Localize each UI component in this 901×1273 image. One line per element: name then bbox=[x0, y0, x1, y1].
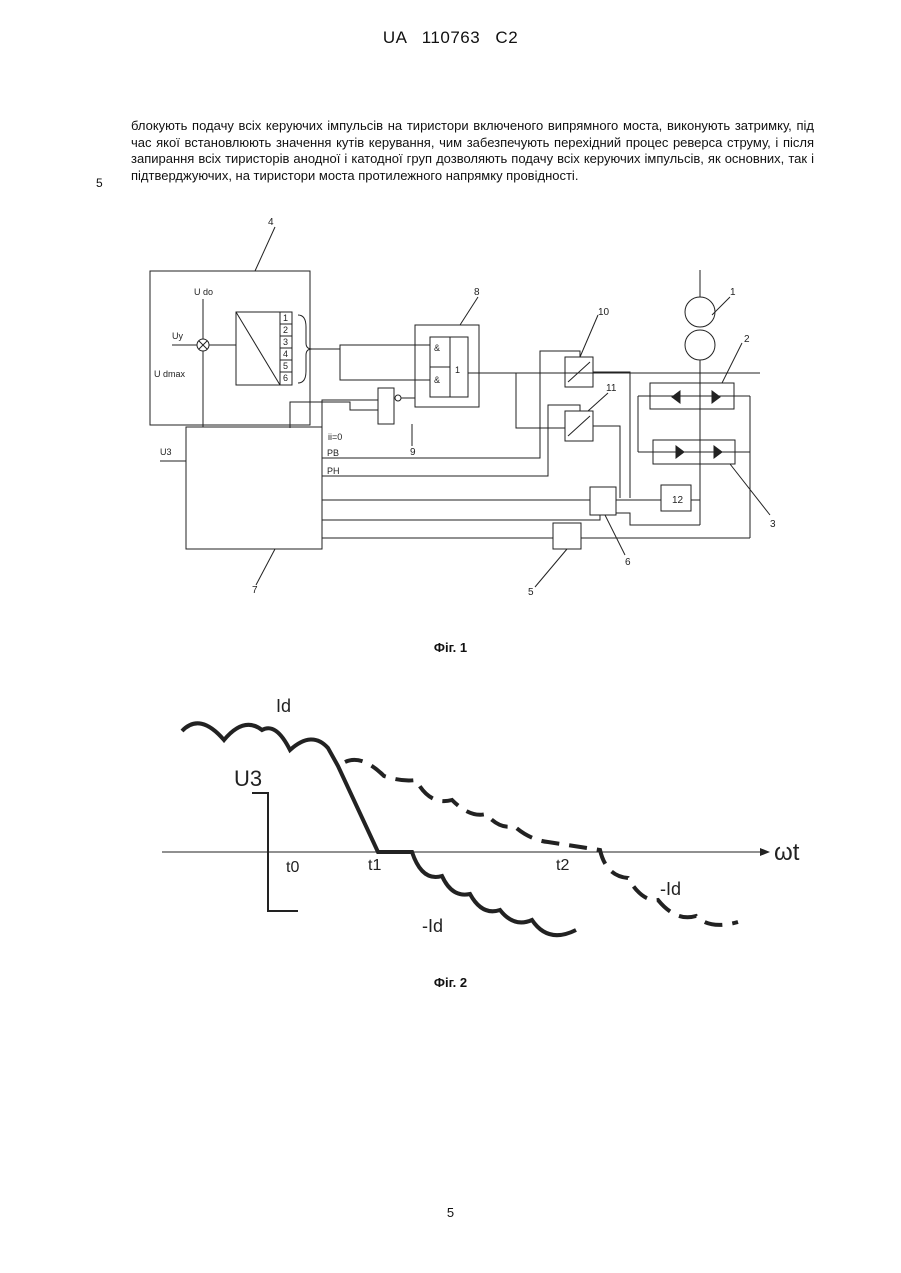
transformer-1 bbox=[685, 297, 715, 327]
callout-8: 8 bbox=[474, 287, 480, 298]
delayed-id-curve bbox=[345, 760, 738, 925]
label-t0: t0 bbox=[286, 859, 299, 876]
callout-9: 9 bbox=[410, 447, 416, 458]
callout-5: 5 bbox=[528, 587, 534, 598]
label-udo: U dо bbox=[194, 287, 213, 297]
label-pb: PB bbox=[327, 448, 339, 458]
callout-12: 12 bbox=[672, 495, 684, 506]
label-id: Id bbox=[276, 696, 291, 716]
callout-10: 10 bbox=[598, 307, 610, 318]
callout-4: 4 bbox=[268, 217, 274, 228]
label-ph: PH bbox=[327, 466, 340, 476]
figure-2-caption: Фіг. 2 bbox=[0, 975, 901, 990]
port-1: 1 bbox=[283, 313, 288, 323]
block-7 bbox=[186, 427, 322, 549]
line-number: 5 bbox=[96, 176, 103, 190]
label-omega-t: ωt bbox=[774, 839, 800, 866]
body-paragraph: блокують подачу всіх керуючих імпульсів … bbox=[131, 118, 814, 184]
figure-1-diagram: U dо Uy U dmax U3 ii=0 PB PH & & 1 1 2 3… bbox=[0, 215, 901, 635]
figure-2-waveform: Id U3 t0 t1 t2 ωt -Id -Id bbox=[0, 690, 901, 970]
label-t2: t2 bbox=[556, 857, 569, 874]
block-9 bbox=[378, 388, 394, 424]
label-uy: Uy bbox=[172, 331, 183, 341]
callout-1: 1 bbox=[730, 287, 736, 298]
block-6 bbox=[590, 487, 616, 515]
callout-11: 11 bbox=[606, 383, 617, 394]
callout-6: 6 bbox=[625, 557, 631, 568]
callout-7: 7 bbox=[252, 585, 258, 596]
label-and-1: & bbox=[434, 343, 440, 353]
port-6: 6 bbox=[283, 373, 288, 383]
document-header: UA 110763 C2 bbox=[0, 28, 901, 48]
port-2: 2 bbox=[283, 325, 288, 335]
callout-2: 2 bbox=[744, 334, 750, 345]
port-4: 4 bbox=[283, 349, 288, 359]
label-ii0: ii=0 bbox=[328, 432, 342, 442]
label-and-2: & bbox=[434, 375, 440, 385]
port-3: 3 bbox=[283, 337, 288, 347]
port-5: 5 bbox=[283, 361, 288, 371]
label-udmax: U dmax bbox=[154, 369, 186, 379]
label-t1: t1 bbox=[368, 857, 381, 874]
label-u3: U3 bbox=[160, 447, 172, 457]
page-number: 5 bbox=[0, 1205, 901, 1220]
block-5 bbox=[553, 523, 581, 549]
label-or: 1 bbox=[455, 365, 460, 375]
label-u3: U3 bbox=[234, 766, 262, 791]
label-neg-id-1: -Id bbox=[422, 916, 443, 936]
figure-1-caption: Фіг. 1 bbox=[0, 640, 901, 655]
label-neg-id-2: -Id bbox=[660, 879, 681, 899]
callout-3: 3 bbox=[770, 519, 776, 530]
